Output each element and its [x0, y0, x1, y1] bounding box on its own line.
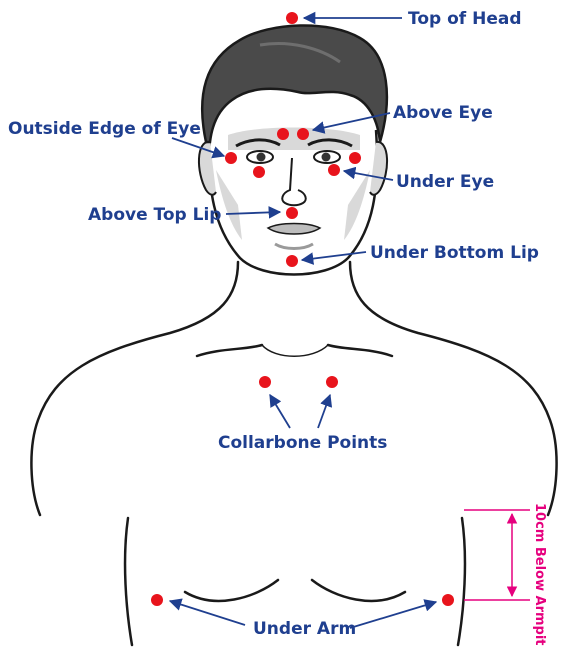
point-above-top-lip — [286, 207, 298, 219]
point-above-eye-left — [277, 128, 289, 140]
brow-shade — [228, 128, 360, 151]
point-collarbone-right — [326, 376, 338, 388]
label-top-of-head: Top of Head — [408, 9, 522, 29]
point-under-arm-right — [442, 594, 454, 606]
right-collarbone — [328, 345, 392, 356]
left-arm-inner — [125, 518, 132, 645]
sternum-notch — [262, 345, 328, 356]
point-collarbone-left — [259, 376, 271, 388]
point-under-eye-right — [328, 164, 340, 176]
point-under-arm-left — [151, 594, 163, 606]
arrow-under-arm-left — [170, 601, 245, 625]
right-iris — [322, 153, 331, 162]
armpit-note: 10cm Below Armpit — [532, 503, 547, 646]
point-above-eye-right — [297, 128, 309, 140]
label-under-arm: Under Arm — [253, 619, 356, 639]
point-top-of-head — [286, 12, 298, 24]
arrow-under-arm-right — [350, 602, 436, 628]
label-under-eye: Under Eye — [396, 172, 494, 192]
hair — [202, 25, 387, 142]
tapping-points — [151, 12, 454, 606]
point-under-eye-left — [253, 166, 265, 178]
label-above-eye: Above Eye — [393, 103, 493, 123]
arrow-collarbone-left — [270, 395, 290, 428]
right-pec — [312, 580, 405, 601]
left-iris — [257, 153, 266, 162]
figure-illustration — [31, 262, 556, 645]
armpit-measure: 10cm Below Armpit — [464, 503, 547, 646]
label-outside-edge-of-eye: Outside Edge of Eye — [8, 119, 201, 139]
left-collarbone — [197, 345, 262, 356]
label-collarbone-points: Collarbone Points — [218, 433, 387, 453]
point-outside-edge-eye-left — [225, 152, 237, 164]
point-outside-edge-eye-right — [349, 152, 361, 164]
body-outline — [31, 262, 556, 515]
labels: Top of Head Outside Edge of Eye Above Ey… — [8, 9, 539, 639]
left-pec — [185, 580, 278, 601]
label-under-bottom-lip: Under Bottom Lip — [370, 243, 539, 263]
right-arm-inner — [458, 518, 465, 645]
point-under-bottom-lip — [286, 255, 298, 267]
label-above-top-lip: Above Top Lip — [88, 205, 221, 225]
arrow-collarbone-right — [318, 395, 330, 428]
